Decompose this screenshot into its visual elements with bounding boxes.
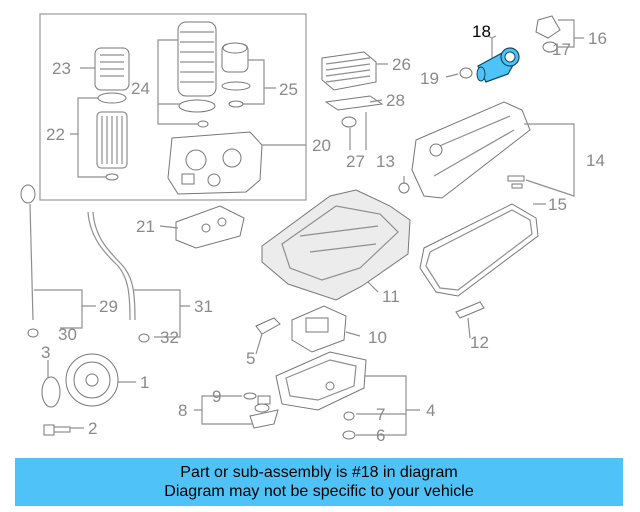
label-16: 16	[588, 29, 607, 48]
part-seal-a[interactable]	[97, 92, 127, 104]
label-19: 19	[420, 69, 439, 88]
part-28-gasket[interactable]	[324, 95, 384, 111]
part-25-cap[interactable]	[221, 42, 251, 108]
label-24: 24	[131, 79, 150, 98]
label-27: 27	[346, 152, 365, 171]
label-13: 13	[376, 152, 395, 171]
part-18-fitting-highlighted[interactable]	[476, 47, 520, 83]
part-27-seal[interactable]	[341, 116, 357, 128]
part-19-seal[interactable]	[459, 67, 473, 79]
label-10: 10	[368, 328, 387, 347]
leader-lines	[34, 19, 584, 436]
label-28: 28	[386, 91, 405, 110]
part-22-filter-element[interactable]	[96, 111, 128, 169]
label-5: 5	[246, 349, 255, 368]
part-15-gasket[interactable]	[419, 203, 539, 297]
part-26-oil-cooler[interactable]	[321, 51, 377, 91]
part-8-sensor[interactable]	[249, 395, 279, 429]
part-9-seal[interactable]	[243, 392, 257, 400]
label-11: 11	[382, 287, 400, 306]
part-bolts-14[interactable]	[507, 175, 525, 189]
label-18-highlighted: 18	[472, 22, 491, 41]
inset-frame	[39, 13, 307, 201]
info-banner: Part or sub-assembly is #18 in diagram D…	[15, 458, 623, 506]
part-13-bolt[interactable]	[398, 182, 410, 194]
label-15: 15	[548, 195, 567, 214]
part-seal-c[interactable]	[197, 120, 209, 128]
part-16-breather[interactable]	[535, 15, 561, 53]
label-22: 22	[46, 125, 65, 144]
label-6: 6	[376, 426, 385, 445]
part-5-strainer[interactable]	[255, 317, 281, 335]
part-labels: 23 22 24 25 20 26 28 27 13 18 19 16 17 1…	[41, 22, 607, 445]
part-20-filter-housing[interactable]	[167, 131, 263, 195]
part-1-pulley[interactable]	[65, 353, 119, 407]
part-10-oil-pump[interactable]	[291, 305, 347, 353]
part-2-bolt[interactable]	[43, 424, 71, 436]
part-6-washer[interactable]	[342, 430, 356, 440]
label-17: 17	[552, 40, 571, 59]
label-20: 20	[312, 136, 331, 155]
part-3-seal[interactable]	[41, 376, 61, 408]
part-30-seal[interactable]	[27, 328, 39, 338]
banner-line-1: Part or sub-assembly is #18 in diagram	[180, 464, 458, 481]
part-11-oil-pan-upper[interactable]	[261, 189, 411, 301]
label-14: 14	[586, 151, 605, 170]
label-3: 3	[41, 343, 50, 362]
part-14-valve-cover[interactable]	[411, 101, 531, 199]
label-26: 26	[392, 55, 411, 74]
label-4: 4	[426, 401, 435, 420]
label-31: 31	[194, 297, 213, 316]
part-31-guide-tube[interactable]	[87, 211, 136, 321]
label-21: 21	[136, 217, 155, 236]
part-7-plug[interactable]	[343, 411, 355, 421]
banner-line-2: Diagram may not be specific to your vehi…	[164, 483, 474, 500]
label-12: 12	[470, 333, 489, 352]
label-30: 30	[58, 325, 77, 344]
part-12-strip[interactable]	[455, 301, 485, 319]
part-seal-b[interactable]	[105, 173, 119, 181]
part-4-oil-pan-lower[interactable]	[275, 351, 367, 411]
part-24-cartridge[interactable]	[177, 21, 217, 113]
label-32: 32	[160, 328, 179, 347]
label-1: 1	[140, 373, 149, 392]
label-2: 2	[88, 419, 97, 438]
label-8: 8	[178, 401, 187, 420]
label-9: 9	[212, 387, 221, 406]
label-25: 25	[279, 80, 298, 99]
label-29: 29	[99, 297, 118, 316]
part-21-baffle[interactable]	[175, 205, 245, 249]
part-32-seal[interactable]	[138, 333, 150, 343]
label-7: 7	[376, 405, 385, 424]
label-23: 23	[52, 59, 71, 78]
part-23-filter-cap[interactable]	[94, 47, 130, 91]
part-29-dipstick[interactable]	[20, 184, 36, 321]
